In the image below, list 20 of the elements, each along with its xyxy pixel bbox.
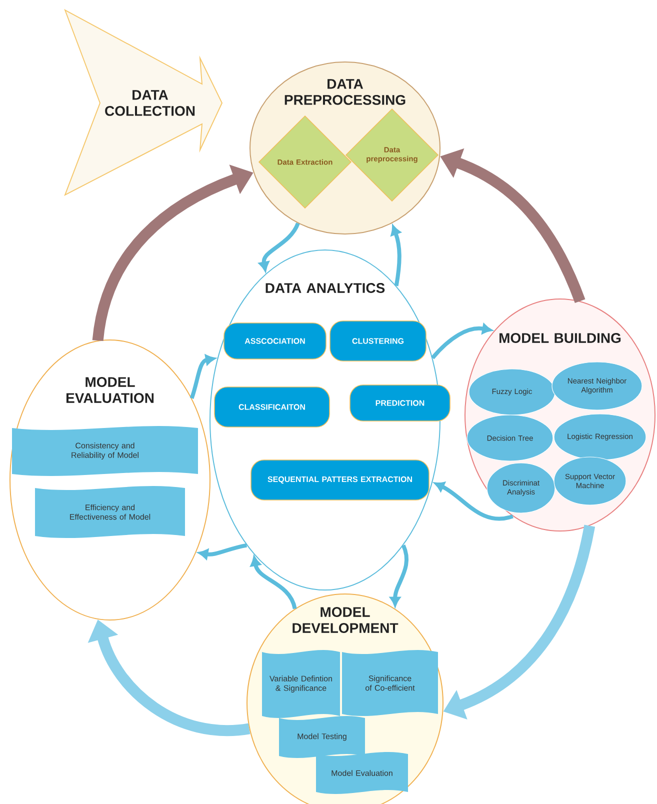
wavy-banner: Significance of Co-efficient	[342, 650, 438, 716]
arrow	[431, 324, 492, 360]
arrow	[190, 354, 216, 399]
wavy-banner: Variable Defintion & Significance	[262, 650, 340, 718]
node-label: Model Testing	[298, 733, 346, 741]
wavy-banner: Efficiency and Effectiveness of Model	[35, 486, 185, 538]
method-pill: CLUSTERING	[330, 320, 426, 362]
arrow	[198, 543, 248, 560]
arrow	[434, 482, 514, 521]
arrow	[250, 556, 297, 610]
arrow	[390, 225, 402, 286]
arrow	[390, 544, 408, 606]
method-pill: CLASSIFICAITON	[214, 386, 330, 428]
method-pill: SEQUENTIAL PATTERS EXTRACTION	[250, 460, 430, 500]
method-pill: ASSCOCIATION	[224, 322, 326, 360]
arrow	[258, 222, 300, 272]
wavy-banner: Model Evaluation	[316, 752, 408, 794]
method-pill: PREDICTION	[350, 384, 450, 422]
node-label: Model Evaluation	[332, 770, 392, 776]
wavy-banner: Consistency and Reliability of Model	[12, 426, 198, 476]
